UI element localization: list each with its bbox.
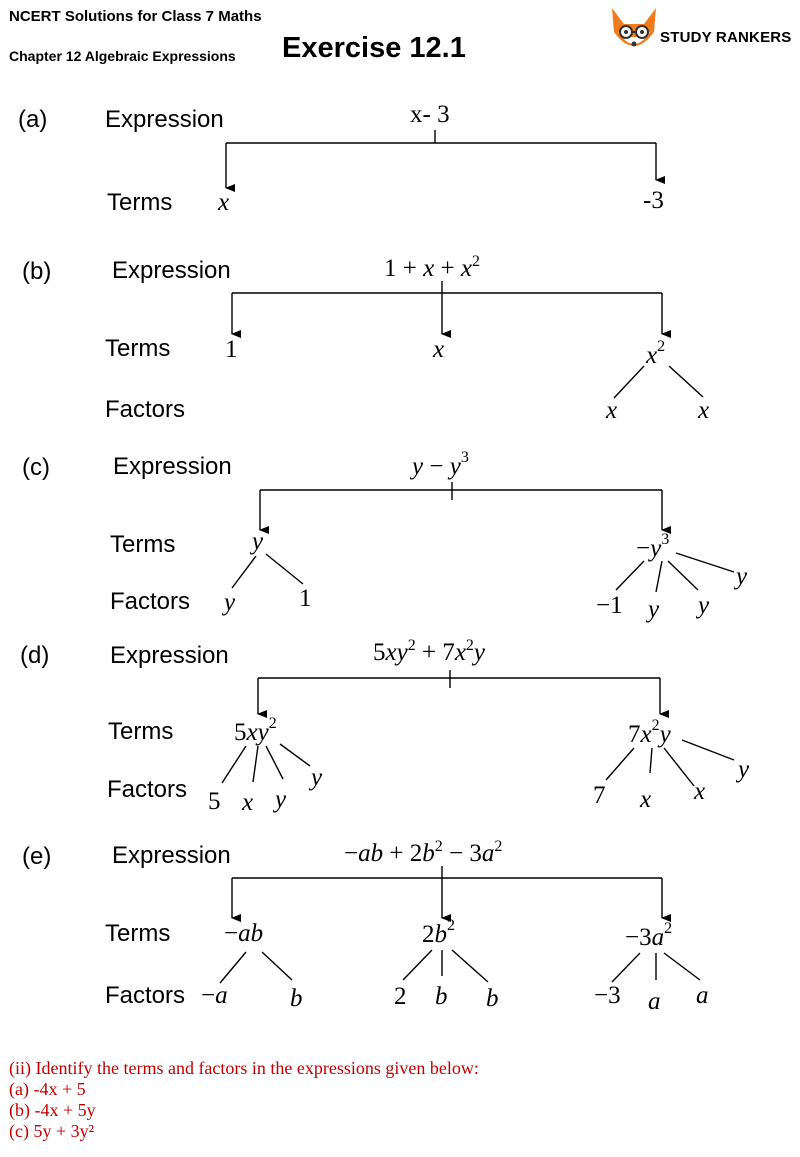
part-d-factor-4: y [308,764,323,791]
part-c-tag: (c) [22,454,50,481]
part-e-factor-7: a [648,988,661,1015]
part-b-factor-2: x [697,397,709,424]
fox-logo-icon [612,8,656,47]
part-b-expression: 1 + x + x2 [384,253,480,282]
part-d-expression: 5xy2 + 7x2y [373,637,486,666]
part-a-expression-label: Expression [105,106,224,133]
part-e-factor-3: 2 [394,983,407,1010]
part-d-factor-6: x [639,786,651,813]
brand-name: STUDY RANKERS [660,29,792,46]
part-d-terms-label: Terms [108,718,173,745]
part-c-terms-label: Terms [110,531,175,558]
question-block: (ii) Identify the terms and factors in t… [9,1058,479,1142]
part-d-factor-5: 7 [593,782,606,809]
part-e-expression: −ab + 2b2 − 3a2 [344,838,502,867]
part-d-factor-8: y [735,756,750,783]
question-item-a: (a) -4x + 5 [9,1079,86,1099]
part-c-term-2: −y3 [636,531,669,562]
part-a-tag: (a) [18,106,47,133]
question-title: (ii) Identify the terms and factors in t… [9,1058,479,1078]
part-b-term-2: x [432,336,444,363]
part-e-expression-label: Expression [112,842,231,869]
part-d-factor-1: 5 [208,788,221,815]
part-c-term-1: y [249,528,264,555]
part-b-tag: (b) [22,258,51,285]
part-e-term-2: 2b2 [422,917,455,948]
part-e-factor-4: b [435,983,448,1010]
part-c-expression: y − y3 [409,449,469,480]
part-b-expression-label: Expression [112,257,231,284]
part-d-factor-3: y [272,786,287,813]
part-a-terms-label: Terms [107,189,172,216]
part-b-term-1: 1 [225,336,238,363]
part-c-factor-4: y [645,596,660,623]
page-title: Exercise 12.1 [282,32,466,64]
part-d-factors-label: Factors [107,776,187,803]
part-a-term-1: x [217,189,229,216]
part-d-tag: (d) [20,642,49,669]
question-item-b: (b) -4x + 5y [9,1100,96,1120]
part-c-expression-label: Expression [113,453,232,480]
part-c-factor-3: −1 [596,592,623,619]
part-c-factor-2: 1 [299,585,312,612]
part-e-terms-label: Terms [105,920,170,947]
part-e-factor-6: −3 [594,982,621,1009]
part-d-term-1: 5xy2 [234,715,277,746]
part-d-term-2: 7x2y [628,717,672,748]
header-subject: NCERT Solutions for Class 7 Maths [9,8,262,25]
part-d-factor-2: x [241,789,253,816]
part-d-expression-label: Expression [110,642,229,669]
part-e-factor-1: −a [201,982,228,1009]
part-a-expression: x- 3 [410,101,450,128]
part-e-factors-label: Factors [105,982,185,1009]
part-e-term-1: −ab [224,920,263,947]
part-e-factor-5: b [486,985,499,1012]
part-c-factor-1: y [221,589,236,616]
part-e-tag: (e) [22,843,51,870]
part-e-term-3: −3a2 [625,920,672,951]
part-d-factor-7: x [693,778,705,805]
part-e-factor-2: b [290,985,303,1012]
part-e-factor-8: a [696,982,709,1009]
part-b-terms-label: Terms [105,335,170,362]
part-c-factor-6: y [733,563,748,590]
part-b-factor-1: x [605,397,617,424]
part-a-term-2: -3 [643,187,664,214]
part-c-factors-label: Factors [110,588,190,615]
part-c-factor-5: y [695,592,710,619]
header-chapter: Chapter 12 Algebraic Expressions [9,48,236,64]
part-b-term-3: x2 [645,338,665,369]
expression-trees: (a) Expression x- 3 Terms x -3 (b) Expre… [18,101,750,1015]
part-b-factors-label: Factors [105,396,185,423]
question-item-c: (c) 5y + 3y² [9,1121,95,1141]
